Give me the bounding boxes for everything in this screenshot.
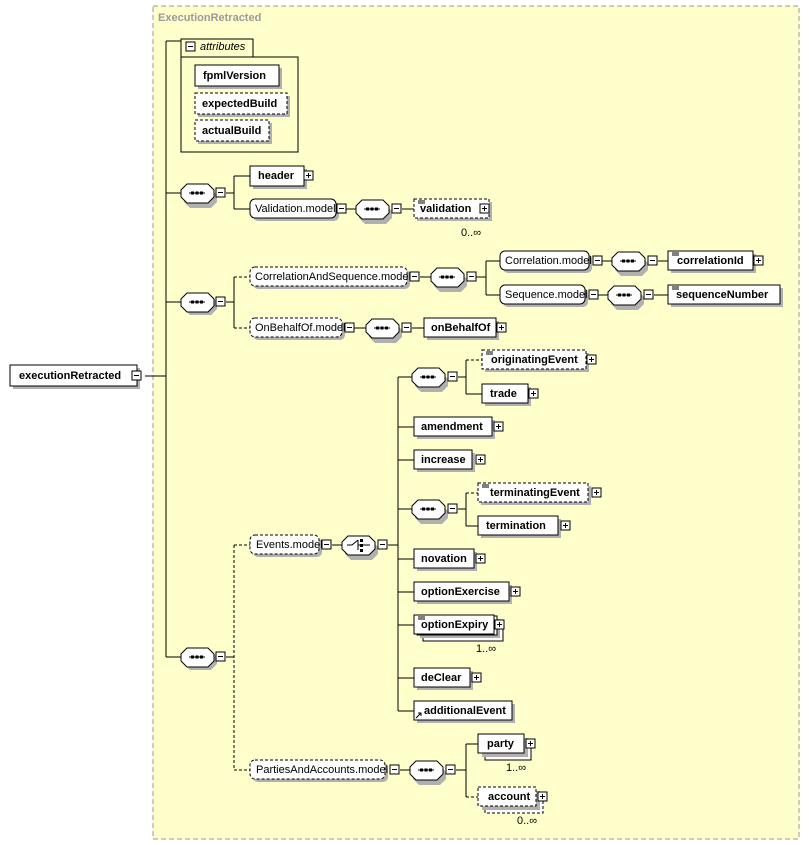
attr-actual-build[interactable]: actualBuild bbox=[202, 125, 262, 137]
termination-element[interactable]: termination bbox=[486, 520, 546, 532]
sequence-model-group[interactable]: Sequence.model bbox=[505, 289, 588, 301]
group3-boxes bbox=[249, 349, 602, 814]
group2-boxes bbox=[249, 250, 783, 343]
party-element[interactable]: party bbox=[487, 738, 514, 750]
attr-fpml-version[interactable]: fpmlVersion bbox=[203, 70, 266, 82]
trade-element[interactable]: trade bbox=[490, 388, 517, 400]
validation-element[interactable]: validation bbox=[420, 203, 472, 215]
novation-element[interactable]: novation bbox=[421, 553, 467, 565]
sequence-compositors bbox=[180, 183, 226, 670]
party-occurs: 1..∞ bbox=[506, 762, 527, 774]
validation-model-group[interactable]: Validation.model bbox=[255, 203, 336, 215]
header-element[interactable]: header bbox=[258, 170, 295, 182]
sequence-number-element[interactable]: sequenceNumber bbox=[676, 289, 769, 301]
root-element-label[interactable]: executionRetracted bbox=[19, 370, 122, 382]
attr-expected-build[interactable]: expectedBuild bbox=[202, 98, 278, 110]
on-behalf-of-model-group[interactable]: OnBehalfOf.model bbox=[255, 322, 346, 334]
terminating-event-element[interactable]: terminatingEvent bbox=[490, 487, 580, 499]
attributes-header: attributes bbox=[200, 41, 246, 53]
account-occurs: 0..∞ bbox=[517, 815, 538, 827]
option-expiry-occurs: 1..∞ bbox=[476, 643, 497, 655]
root-element-box[interactable] bbox=[9, 364, 142, 389]
events-model-group[interactable]: Events.model bbox=[256, 539, 323, 551]
connector-lines bbox=[145, 40, 668, 798]
correlation-and-sequence-model-group[interactable]: CorrelationAndSequence.model bbox=[255, 271, 411, 283]
option-expiry-element[interactable]: optionExpiry bbox=[421, 619, 489, 631]
de-clear-element[interactable]: deClear bbox=[421, 672, 462, 684]
additional-event-element[interactable]: additionalEvent bbox=[424, 705, 506, 717]
option-exercise-element[interactable]: optionExercise bbox=[421, 586, 500, 598]
container-title: ExecutionRetracted bbox=[158, 12, 262, 24]
amendment-element[interactable]: amendment bbox=[421, 421, 483, 433]
group1-boxes bbox=[249, 165, 492, 224]
parties-and-accounts-model-group[interactable]: PartiesAndAccounts.model bbox=[256, 764, 389, 776]
originating-event-element[interactable]: originatingEvent bbox=[491, 354, 578, 366]
account-element[interactable]: account bbox=[488, 791, 531, 803]
correlation-id-element[interactable]: correlationId bbox=[677, 255, 744, 267]
validation-occurs: 0..∞ bbox=[461, 227, 482, 239]
correlation-model-group[interactable]: Correlation.model bbox=[505, 255, 592, 267]
on-behalf-of-element[interactable]: onBehalfOf bbox=[431, 322, 491, 334]
increase-element[interactable]: increase bbox=[421, 454, 466, 466]
attributes-panel bbox=[180, 38, 299, 153]
